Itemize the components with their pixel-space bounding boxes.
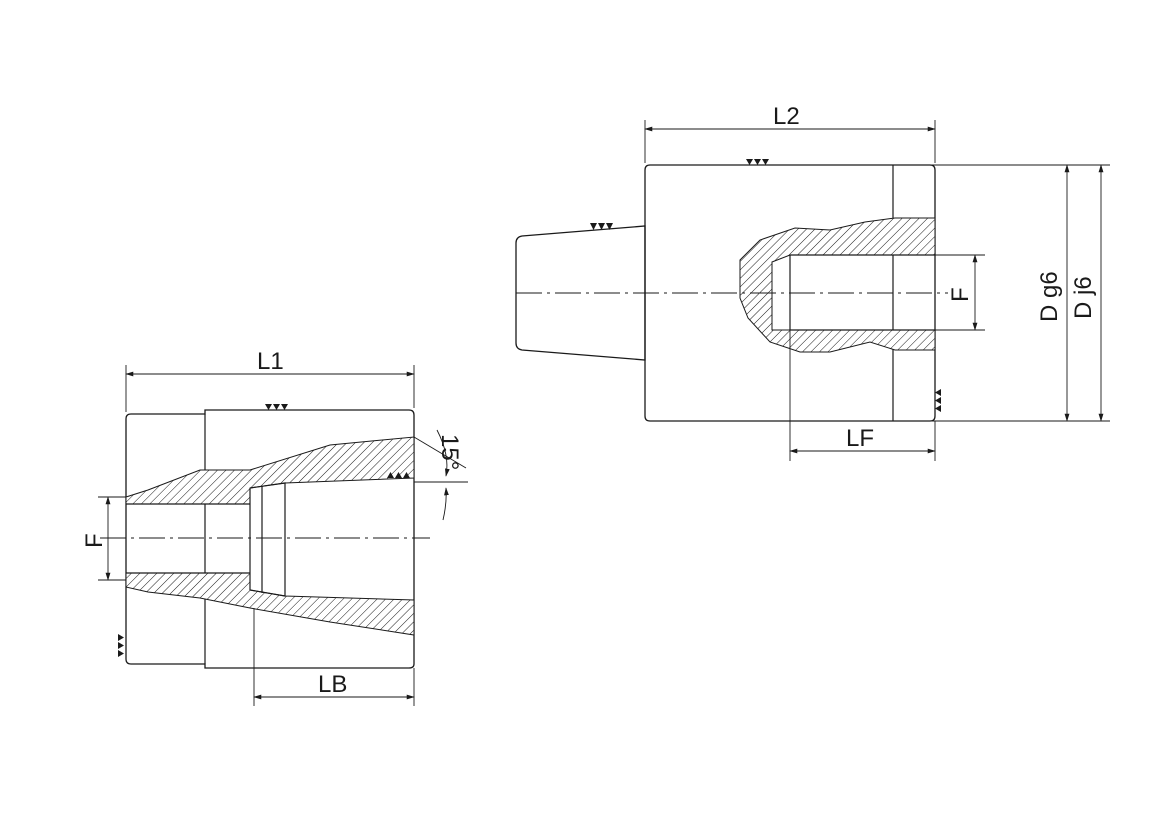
left-part-view: L1 LB F 15° xyxy=(81,348,468,706)
dim-f-right-label: F xyxy=(947,287,974,302)
angle-label: 15° xyxy=(436,434,463,470)
dim-f-left-label: F xyxy=(81,533,108,548)
surface-finish-symbol xyxy=(387,472,410,478)
left-upper-hatch xyxy=(125,436,415,505)
dim-l1-label: L1 xyxy=(257,348,284,375)
dim-d-j6-label: D j6 xyxy=(1070,276,1097,319)
right-section-hatch xyxy=(739,217,936,353)
dim-l2-label: L2 xyxy=(773,103,800,130)
dim-d-g6-label: D g6 xyxy=(1036,271,1063,322)
surface-finish-symbol xyxy=(590,223,613,230)
left-lower-hatch xyxy=(125,572,415,636)
right-part-view: L2 LF F D g6 D j6 xyxy=(515,103,1110,461)
surface-finish-symbol xyxy=(935,389,941,412)
surface-finish-symbol xyxy=(118,634,124,657)
dim-lb-label: LB xyxy=(318,671,347,698)
surface-finish-symbol xyxy=(746,159,769,165)
dim-lf-label: LF xyxy=(846,425,874,452)
surface-finish-symbol xyxy=(265,404,288,410)
